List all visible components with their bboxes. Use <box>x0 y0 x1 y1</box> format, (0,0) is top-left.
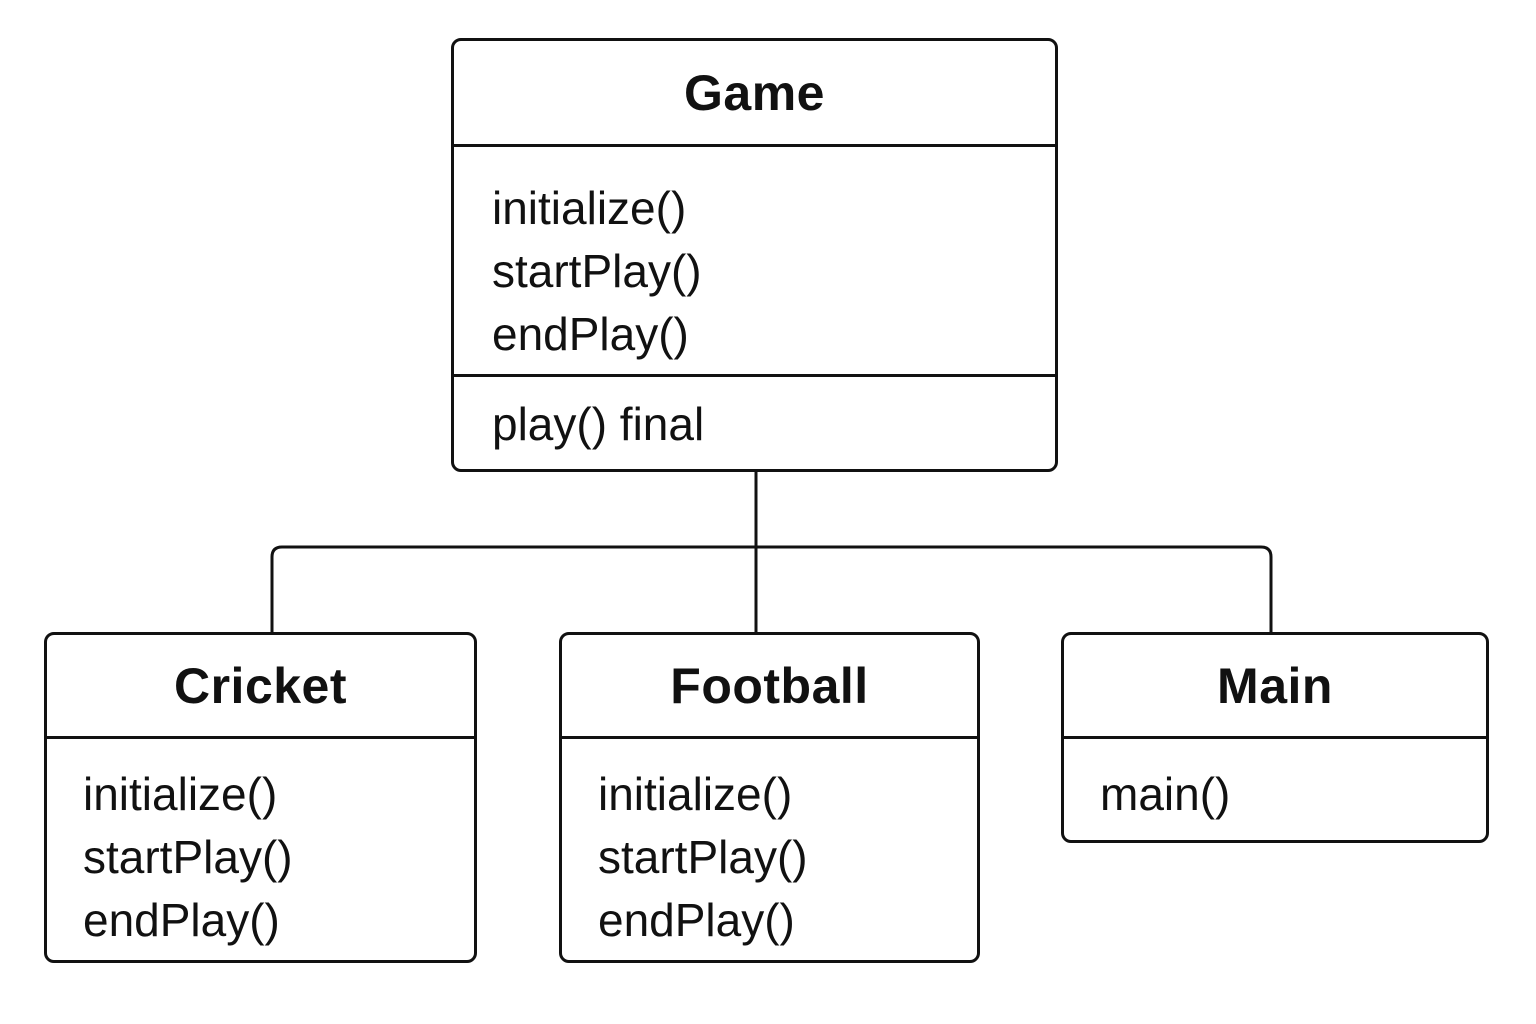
class-name-main: Main <box>1064 635 1486 739</box>
cricket-method-endplay: endPlay() <box>83 894 280 946</box>
game-abstract-methods: initialize() startPlay() endPlay() <box>454 147 1055 377</box>
class-box-football[interactable]: Football initialize() startPlay() endPla… <box>559 632 980 963</box>
class-name-football: Football <box>562 635 977 739</box>
class-box-cricket[interactable]: Cricket initialize() startPlay() endPlay… <box>44 632 477 963</box>
game-method-play-final: play() final <box>492 398 705 450</box>
class-name-game: Game <box>454 41 1055 147</box>
football-method-endplay: endPlay() <box>598 894 795 946</box>
connector-horizontal-bus <box>270 545 1273 632</box>
class-box-main[interactable]: Main main() <box>1061 632 1489 843</box>
game-method-endplay: endPlay() <box>492 308 689 360</box>
cricket-method-startplay: startPlay() <box>83 831 293 883</box>
main-methods: main() <box>1064 739 1486 826</box>
class-box-game[interactable]: Game initialize() startPlay() endPlay() … <box>451 38 1058 472</box>
football-method-startplay: startPlay() <box>598 831 808 883</box>
main-method-main: main() <box>1100 768 1231 820</box>
game-method-initialize: initialize() <box>492 182 687 234</box>
cricket-methods: initialize() startPlay() endPlay() <box>47 739 474 952</box>
game-final-methods: play() final <box>454 377 1055 456</box>
football-method-initialize: initialize() <box>598 768 793 820</box>
cricket-method-initialize: initialize() <box>83 768 278 820</box>
class-name-cricket: Cricket <box>47 635 474 739</box>
game-method-startplay: startPlay() <box>492 245 702 297</box>
football-methods: initialize() startPlay() endPlay() <box>562 739 977 952</box>
